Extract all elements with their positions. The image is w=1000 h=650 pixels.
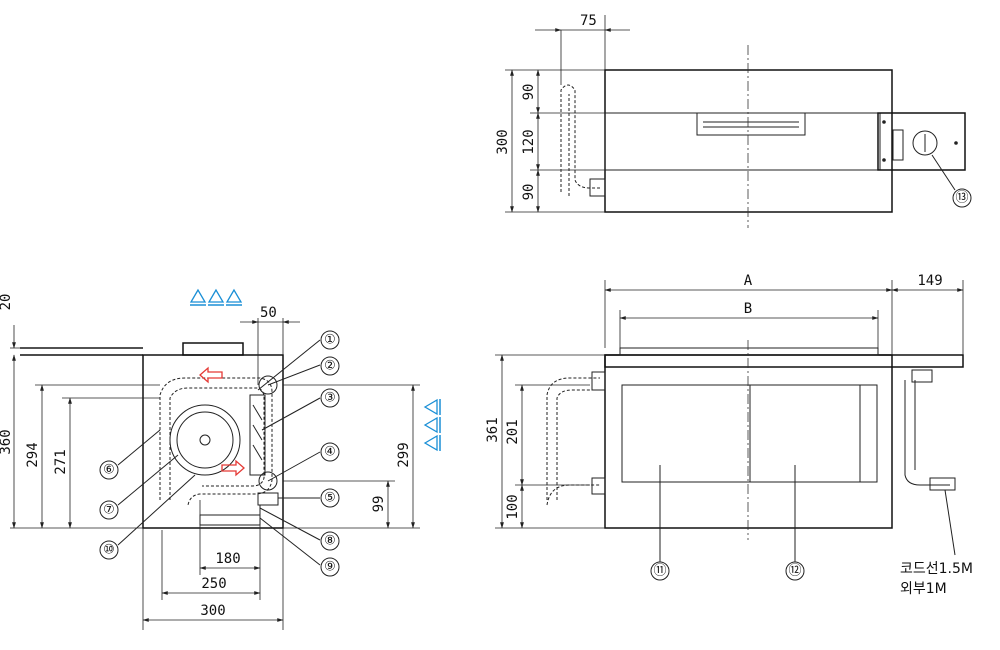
- svg-text:⑤: ⑤: [324, 491, 336, 506]
- water-drop-airflow-icon: [423, 398, 441, 452]
- side-unit-body: [142, 354, 284, 529]
- dim-361: 361: [485, 417, 501, 442]
- dim-300-height: 300: [495, 129, 511, 154]
- callout-6: ⑥: [99, 460, 119, 480]
- dim-201: 201: [505, 419, 521, 444]
- top-unit-body: [604, 69, 893, 213]
- svg-text:⑥: ⑥: [103, 463, 115, 478]
- front-view: A B 149 361 201 100 ⑪ ⑫ 코드선1.5M 외부1M: [485, 273, 973, 597]
- water-drop-airflow-icon: [189, 288, 243, 306]
- red-direction-arrow-icon: [221, 459, 245, 477]
- dim-294: 294: [25, 442, 41, 467]
- svg-text:⑧: ⑧: [324, 534, 336, 549]
- callout-4: ④: [320, 442, 340, 462]
- callout-1: ①: [320, 330, 340, 350]
- svg-text:③: ③: [324, 391, 336, 406]
- filter-mesh: [621, 384, 751, 483]
- callout-5: ⑤: [320, 488, 340, 508]
- dim-50: 50: [260, 305, 277, 321]
- drain-part: [257, 492, 279, 506]
- red-direction-arrow-icon: [199, 366, 223, 384]
- callout-12: ⑫: [785, 561, 805, 581]
- fan-housing: [169, 404, 241, 476]
- dim-90-top: 90: [521, 84, 537, 101]
- callout-2: ②: [320, 356, 340, 376]
- top-outlet: [696, 112, 806, 136]
- dim-90-bottom: 90: [521, 184, 537, 201]
- grille: [749, 384, 861, 483]
- svg-text:⑬: ⑬: [955, 191, 968, 206]
- dim-271: 271: [53, 449, 69, 474]
- callout-10: ⑩: [99, 540, 119, 560]
- dim-B: B: [744, 301, 752, 317]
- dim-99: 99: [371, 496, 387, 513]
- dim-250: 250: [201, 576, 226, 592]
- svg-text:⑨: ⑨: [324, 560, 336, 575]
- svg-text:④: ④: [324, 445, 336, 460]
- svg-text:⑫: ⑫: [788, 564, 801, 579]
- dim-20: 20: [0, 294, 14, 311]
- svg-text:⑪: ⑪: [653, 564, 666, 579]
- callout-7: ⑦: [99, 500, 119, 520]
- dim-A: A: [744, 273, 753, 289]
- dim-75: 75: [580, 13, 597, 29]
- control-knob: [912, 130, 938, 156]
- control-switch: [892, 129, 904, 161]
- callout-11: ⑪: [650, 561, 670, 581]
- dim-300-width: 300: [200, 603, 225, 619]
- dim-299: 299: [396, 442, 412, 467]
- front-unit-body: [604, 354, 893, 529]
- dim-360: 360: [0, 429, 14, 454]
- callout-8: ⑧: [320, 531, 340, 551]
- top-view: 75 90 120 90 300 ⑬: [495, 13, 972, 228]
- svg-text:①: ①: [324, 333, 336, 348]
- svg-text:⑩: ⑩: [103, 543, 115, 558]
- dim-120: 120: [521, 129, 537, 154]
- cord-note-line1: 코드선1.5M: [900, 561, 973, 577]
- speed-control-box: [877, 112, 966, 171]
- dim-149: 149: [917, 273, 942, 289]
- callout-3: ③: [320, 388, 340, 408]
- callout-13: ⑬: [952, 188, 972, 208]
- cord-note-line2: 외부1M: [900, 581, 947, 597]
- svg-text:⑦: ⑦: [103, 503, 115, 518]
- dim-180: 180: [215, 551, 240, 567]
- svg-text:②: ②: [324, 359, 336, 374]
- dim-100: 100: [505, 494, 521, 519]
- power-plug: [929, 477, 956, 491]
- side-view: 20 360 294 271 299 99 50 180 250 300: [0, 288, 441, 630]
- callout-9: ⑨: [320, 557, 340, 577]
